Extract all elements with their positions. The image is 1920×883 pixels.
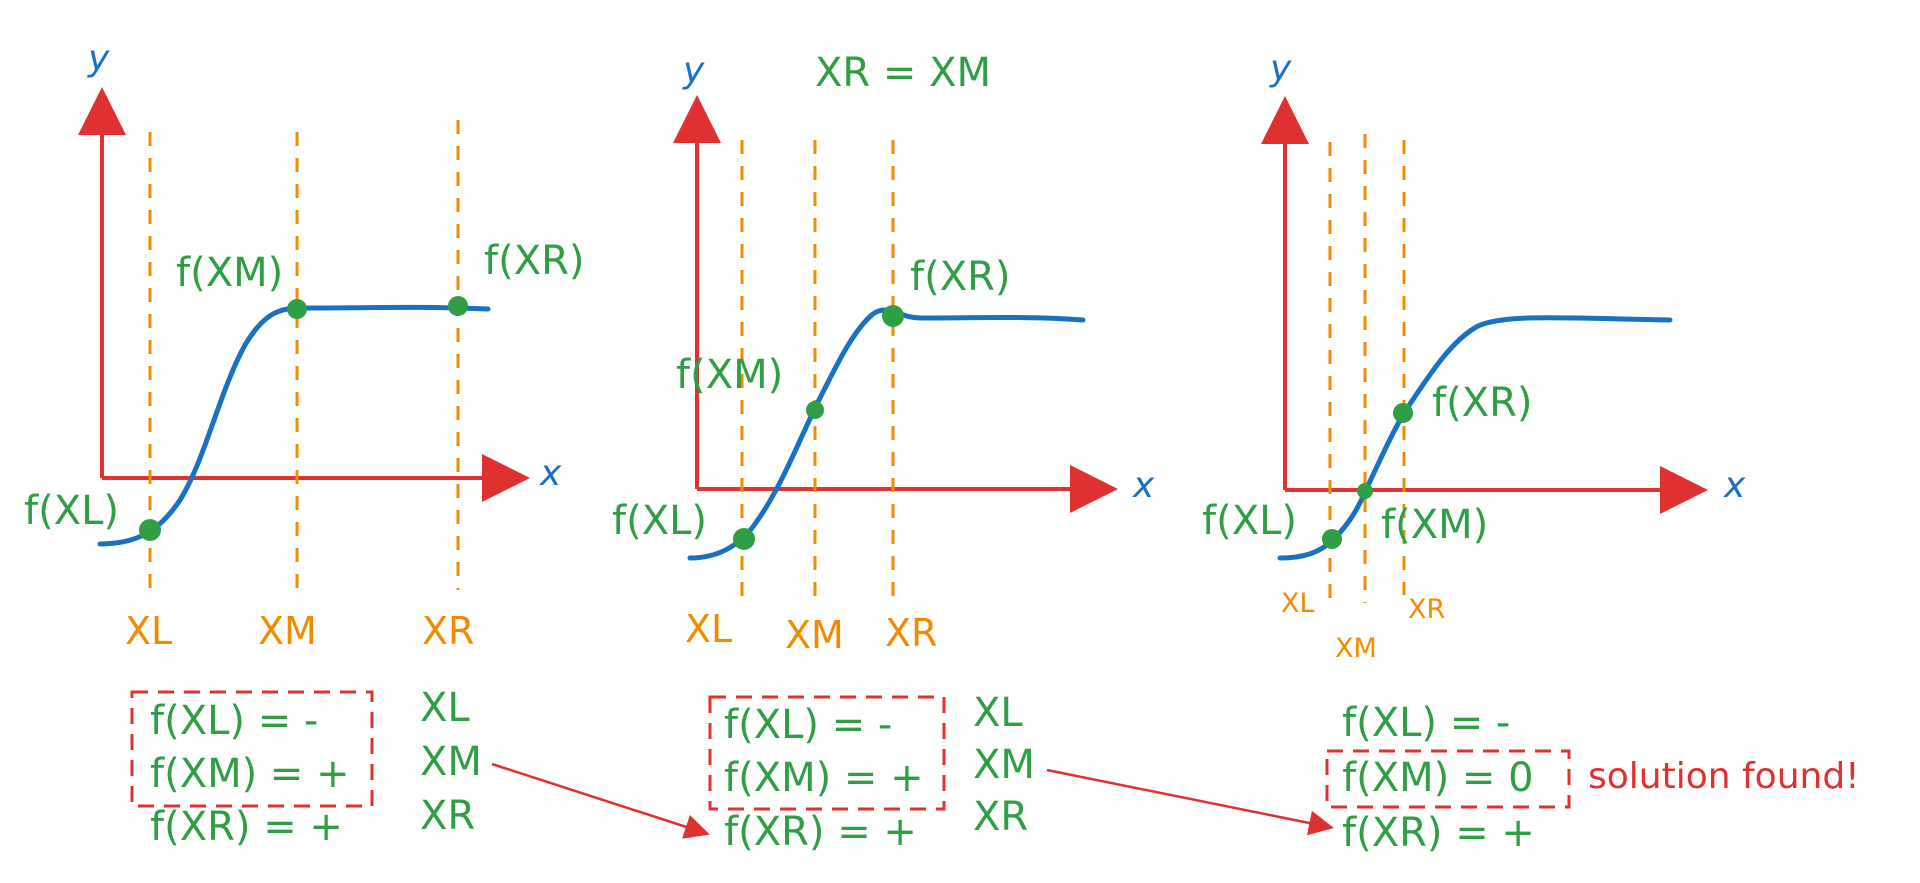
panel-3-point-xm: [1357, 483, 1373, 499]
panel-1-table-row-2: f(XM) = +: [150, 751, 350, 797]
panel-1-curve: [97, 304, 491, 547]
panel-1-side-label-3: XR: [420, 793, 475, 839]
panel-2-point-xr: [882, 305, 904, 327]
panel-3-axes: y x: [1261, 48, 1746, 514]
panel-3-x-axis-label: x: [1723, 465, 1746, 506]
arrow-panel-2-to-panel-3: [1046, 768, 1334, 836]
panel-3: y x f(XL) f(XM) f(XR) XL XM XR f(XL) = -…: [1202, 48, 1860, 856]
panel-1-guides: [148, 120, 460, 590]
panel-2-highlight-box: [708, 695, 946, 811]
panel-3-tick-xr: XR: [1408, 594, 1445, 625]
panel-2-header: XR = XM: [815, 50, 991, 96]
panel-1-fxr-label: f(XR): [484, 238, 585, 284]
panel-2-fxr-label: f(XR): [910, 254, 1011, 300]
panel-1-tick-xm: XM: [258, 609, 317, 653]
panel-2-y-axis-label: y: [682, 50, 705, 91]
panel-1-point-xm: [287, 299, 307, 319]
panel-1-side-label-1: XL: [420, 685, 470, 731]
panel-3-table-row-3: f(XR) = +: [1342, 810, 1535, 856]
panel-1-table-row-1: f(XL) = -: [150, 698, 318, 744]
panel-2-x-axis-label: x: [1132, 465, 1155, 506]
panel-2-point-xm: [806, 401, 824, 419]
panel-3-tick-xm: XM: [1335, 633, 1377, 664]
panel-2-table-row-1: f(XL) = -: [724, 702, 892, 748]
panel-2-fxm-label: f(XM): [676, 352, 783, 398]
panel-3-fxm-label: f(XM): [1381, 502, 1488, 548]
panel-1-y-axis-label: y: [87, 38, 110, 79]
panel-3-fxl-label: f(XL): [1202, 498, 1297, 544]
panel-1-highlight-box: [130, 690, 374, 808]
panel-3-guides: [1328, 134, 1406, 603]
panel-3-highlight-box: [1325, 749, 1571, 809]
panel-1-fxl-label: f(XL): [24, 488, 119, 534]
panel-1-x-axis-label: x: [539, 453, 562, 494]
panel-3-table-row-2: f(XM) = 0: [1342, 755, 1534, 801]
panel-1-table-row-3: f(XR) = +: [150, 804, 343, 850]
panel-3-point-xr: [1393, 403, 1413, 423]
solution-found-note: solution found!: [1588, 756, 1860, 797]
panel-2-tick-xl: XL: [685, 607, 732, 651]
panel-2-table-row-3: f(XR) = +: [724, 809, 917, 855]
panel-1: y x f(XL) f(XM) f(XR) XL XM XR f(XL) = -…: [24, 38, 585, 850]
panel-2-curve: [687, 307, 1086, 561]
panel-2-point-xl: [733, 528, 755, 550]
panel-2-axes: y x: [673, 50, 1155, 513]
panel-2-side-label-1: XL: [973, 690, 1023, 736]
panel-3-point-xl: [1322, 529, 1342, 549]
panel-1-tick-xr: XR: [422, 609, 474, 653]
panel-1-point-xl: [139, 519, 161, 541]
panel-2-tick-xr: XR: [885, 611, 937, 655]
arrow-panel-1-to-panel-2: [491, 762, 710, 839]
panel-2: XR = XM y x f(XL) f(XM) f(XR) XL XM XR: [612, 50, 1155, 855]
panel-2-side-label-2: XM: [973, 742, 1035, 788]
panel-1-point-xr: [448, 296, 468, 316]
panel-3-tick-xl: XL: [1281, 588, 1315, 619]
panel-1-side-label-2: XM: [420, 739, 482, 785]
panel-2-side-label-3: XR: [973, 794, 1028, 840]
panel-1-fxm-label: f(XM): [176, 250, 283, 296]
panel-2-table-row-2: f(XM) = +: [724, 755, 924, 801]
panel-1-axes: y x: [78, 38, 562, 502]
panel-2-tick-xm: XM: [785, 613, 844, 657]
panel-2-fxl-label: f(XL): [612, 498, 707, 544]
panel-3-table-row-1: f(XL) = -: [1342, 700, 1510, 746]
panel-3-fxr-label: f(XR): [1432, 380, 1533, 426]
panel-1-tick-xl: XL: [125, 609, 172, 653]
panel-3-y-axis-label: y: [1269, 48, 1292, 89]
